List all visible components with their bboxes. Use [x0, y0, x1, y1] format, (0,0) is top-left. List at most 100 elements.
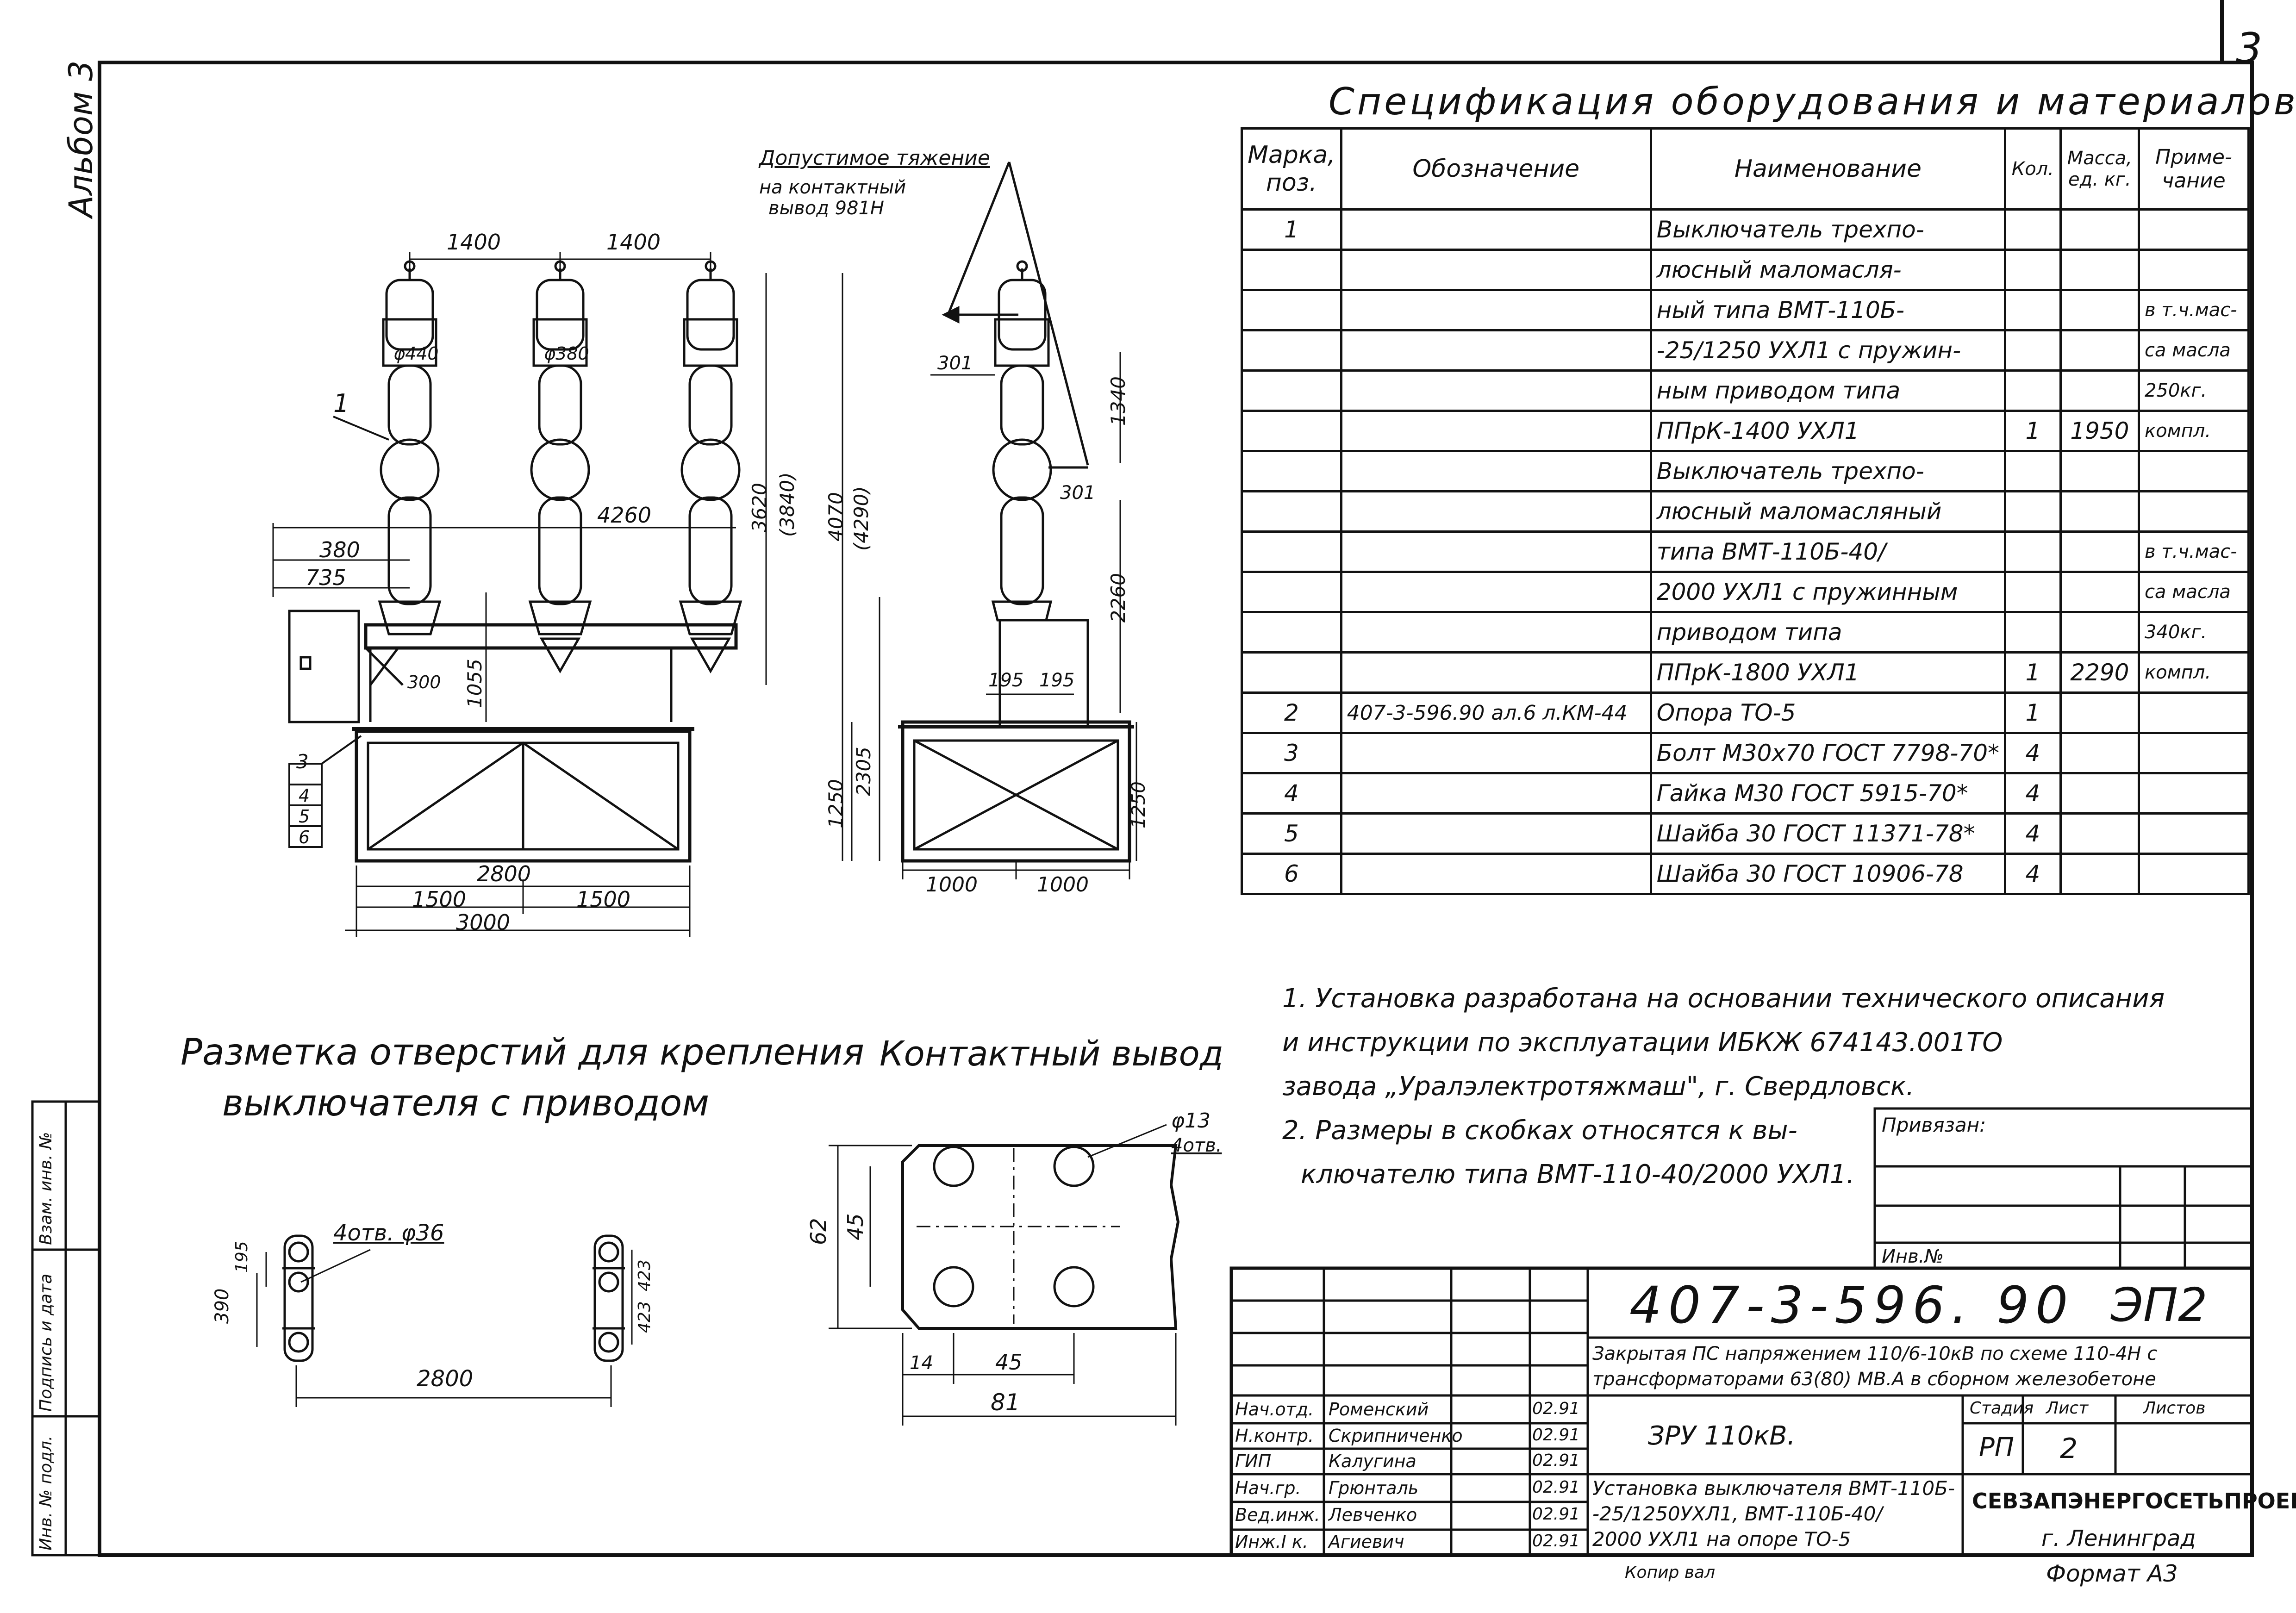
dim-1500-b: 1500 — [576, 887, 631, 912]
spec-cell-designation — [1340, 732, 1652, 774]
spec-cell-designation — [1340, 571, 1652, 613]
spec-cell-mass: 2290 — [2059, 651, 2140, 694]
spec-cell-qty — [2004, 208, 2062, 251]
spec-cell-qty: 4 — [2004, 732, 2062, 774]
spec-cell-note: в т.ч.мас- — [2137, 530, 2250, 573]
staff-name: Скрипниченко — [1329, 1426, 1463, 1446]
spec-cell-qty — [2004, 490, 2062, 533]
binding-label: Привязан: — [1882, 1114, 1986, 1136]
spec-row: -25/1250 УХЛ1 с пружин-са масла — [1241, 329, 2250, 372]
spec-cell-pos — [1241, 651, 1342, 694]
spec-cell-mass — [2059, 691, 2140, 734]
pos-mark-3: 3 — [296, 750, 309, 773]
format-label: Формат А3 — [2046, 1560, 2178, 1587]
pos-mark-6: 6 — [299, 827, 310, 847]
sheet-value: 2 — [2060, 1432, 2078, 1465]
spec-cell-note: компл. — [2137, 410, 2250, 452]
note-line-4: 2. Размеры в скобках относятся к вы- — [1282, 1115, 1797, 1146]
spec-cell-note: 250кг. — [2137, 369, 2250, 412]
sheet-title-2: -25/1250УХЛ1, ВМТ-110Б-40/ — [1592, 1502, 1883, 1525]
spec-cell-qty: 4 — [2004, 812, 2062, 855]
terminal-dim-14: 14 — [910, 1352, 933, 1374]
dim-3620: 3620 — [748, 483, 771, 532]
spec-cell-name: люсный маломасляный — [1649, 490, 2007, 533]
breaker-side-view — [898, 162, 1134, 863]
staff-role: Вед.инж. — [1235, 1505, 1320, 1525]
spec-cell-designation — [1340, 611, 1652, 654]
spec-cell-pos: 4 — [1241, 772, 1342, 815]
dim-1000-b: 1000 — [1037, 873, 1089, 897]
holes-dim-390: 390 — [212, 1288, 233, 1324]
spec-cell-pos — [1241, 571, 1342, 613]
pull-label-1: Допустимое тяжение — [759, 146, 990, 170]
spec-cell-note — [2137, 732, 2250, 774]
dim-195-a: 195 — [988, 670, 1024, 691]
spec-cell-note: компл. — [2137, 651, 2250, 694]
dim-1000-a: 1000 — [926, 873, 978, 897]
staff-name: Калугина — [1329, 1451, 1416, 1471]
spec-cell-qty — [2004, 289, 2062, 331]
contact-terminal — [829, 1124, 1180, 1426]
spec-cell-qty — [2004, 530, 2062, 573]
spec-cell-pos: 2 — [1241, 691, 1342, 734]
drive-cabinet — [288, 610, 360, 723]
spec-cell-designation — [1340, 772, 1652, 815]
holes-dim-195: 195 — [232, 1241, 251, 1273]
spec-cell-mass — [2059, 732, 2140, 774]
organization: СЕВЗАПЭНЕРГОСЕТЬПРОЕКТ — [1972, 1488, 2296, 1513]
spec-cell-mass — [2059, 450, 2140, 492]
dim-phi440: φ440 — [393, 343, 439, 364]
terminal-dim-62: 62 — [806, 1218, 831, 1245]
position-callouts — [288, 416, 389, 848]
dim-735: 735 — [306, 565, 346, 590]
spec-cell-mass — [2059, 772, 2140, 815]
spec-cell-designation — [1340, 853, 1652, 895]
spec-cell-mass — [2059, 208, 2140, 251]
spec-cell-mass — [2059, 490, 2140, 533]
spec-cell-note: са масла — [2137, 571, 2250, 613]
spec-cell-qty: 1 — [2004, 691, 2062, 734]
spec-cell-qty: 1 — [2004, 410, 2062, 452]
pull-label-2: на контактный — [759, 177, 906, 198]
dim-1250: 1250 — [824, 779, 847, 828]
terminal-dim-81: 81 — [991, 1389, 1020, 1416]
holes-title-1: Разметка отверстий для крепления — [181, 1032, 864, 1073]
spec-cell-qty: 1 — [2004, 651, 2062, 694]
dim-2260: 2260 — [1107, 573, 1129, 623]
spec-row: Выключатель трехпо- — [1241, 450, 2250, 492]
sheet-number: 3 — [2236, 24, 2263, 73]
pos-mark-5: 5 — [299, 806, 310, 827]
holes-dim-423-a: 423 — [635, 1259, 654, 1291]
note-line-5: ключателю типа ВМТ-110-40/2000 УХЛ1. — [1301, 1159, 1855, 1190]
stage-label: Стадия — [1970, 1399, 2034, 1418]
spec-cell-pos — [1241, 611, 1342, 654]
spec-cell-qty: 4 — [2004, 853, 2062, 895]
spec-cell-designation — [1340, 530, 1652, 573]
spec-cell-name: -25/1250 УХЛ1 с пружин- — [1649, 329, 2007, 372]
spec-cell-designation — [1340, 490, 1652, 533]
spec-header-note: Приме- чание — [2137, 127, 2250, 211]
spec-cell-designation — [1340, 369, 1652, 412]
breaker-front-view — [288, 260, 742, 863]
staff-role: Н.контр. — [1235, 1426, 1314, 1446]
spec-header-pos: Марка, поз. — [1241, 127, 1342, 211]
spec-cell-pos — [1241, 410, 1342, 452]
holes-dim-423-b: 423 — [635, 1301, 654, 1333]
spec-cell-note — [2137, 490, 2250, 533]
spec-cell-pos — [1241, 490, 1342, 533]
spec-cell-note — [2137, 812, 2250, 855]
sheet-frame — [98, 61, 2254, 1557]
doc-code: 407-3-596. 90 — [1629, 1276, 2075, 1335]
spec-cell-mass: 1950 — [2059, 410, 2140, 452]
terminal-phi13: φ13 — [1171, 1109, 1211, 1133]
dim-4070: 4070 — [824, 492, 847, 542]
spec-cell-mass — [2059, 329, 2140, 372]
sheet-label: Лист — [2046, 1399, 2089, 1418]
spec-cell-name: Шайба 30 ГОСТ 11371-78* — [1649, 812, 2007, 855]
spec-cell-pos — [1241, 249, 1342, 291]
